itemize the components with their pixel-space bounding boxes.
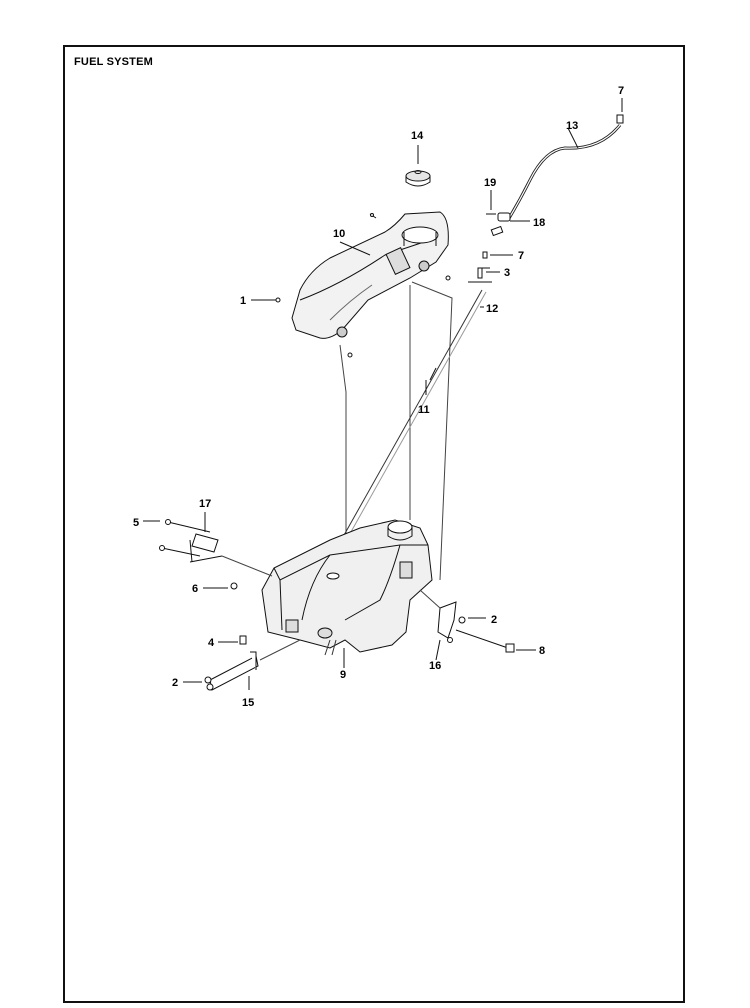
callout-15: 15 (242, 697, 254, 709)
callout-7-top: 7 (618, 85, 624, 97)
leader-lines (143, 98, 623, 690)
diagram-title: FUEL SYSTEM (74, 56, 154, 68)
callout-16: 16 (429, 660, 441, 672)
fuel-cap (405, 170, 431, 187)
bracket-16 (419, 589, 515, 653)
callout-5: 5 (133, 517, 139, 529)
fuel-tank (261, 519, 433, 656)
callout-11: 11 (418, 404, 430, 416)
callout-10: 10 (333, 228, 345, 240)
tank-cover (291, 211, 449, 339)
callout-2-left: 2 (172, 677, 178, 689)
fuel-valve-parts (468, 212, 511, 283)
fuel-line (506, 114, 624, 221)
callout-18: 18 (533, 217, 545, 229)
callout-13: 13 (566, 120, 578, 132)
callout-9: 9 (340, 669, 346, 681)
mounting-panel (339, 281, 453, 581)
callout-7-mid: 7 (518, 250, 524, 262)
dip-tube (329, 289, 487, 563)
callout-labels: 1 10 14 13 7 19 18 7 3 12 11 17 5 6 4 2 … (133, 85, 624, 709)
drawing-frame (63, 45, 685, 1003)
bracket-15 (204, 635, 301, 691)
callout-6: 6 (192, 583, 198, 595)
callout-17: 17 (199, 498, 211, 510)
callout-8: 8 (539, 645, 545, 657)
callout-3: 3 (504, 267, 510, 279)
bracket-17 (159, 519, 273, 590)
callout-12: 12 (486, 303, 498, 315)
callout-1: 1 (240, 295, 246, 307)
callout-19: 19 (484, 177, 496, 189)
callout-14: 14 (411, 130, 424, 142)
callout-2-right: 2 (491, 614, 497, 626)
callout-4: 4 (208, 637, 215, 649)
